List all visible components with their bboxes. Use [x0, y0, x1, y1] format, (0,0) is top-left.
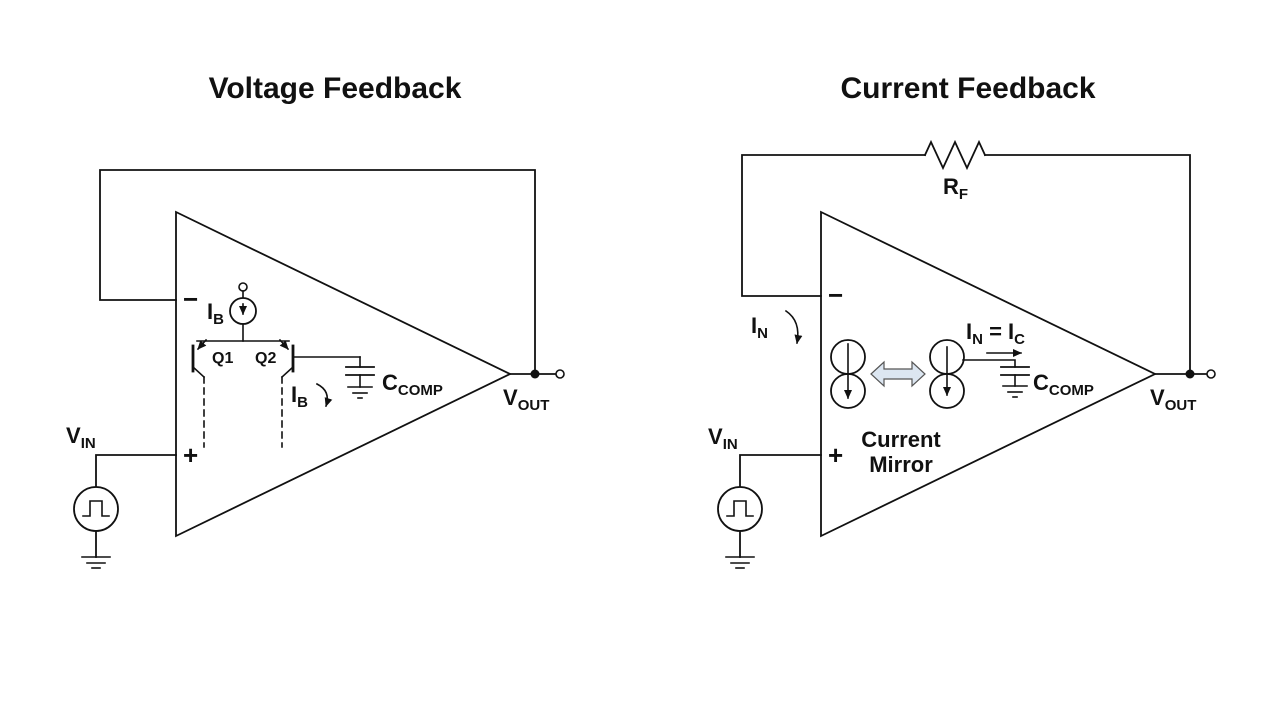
vf-vout-label: VOUT [503, 385, 549, 414]
cf-mirror-label-line2: Mirror [869, 452, 933, 477]
vf-tail-current-source-symbol [229, 282, 257, 342]
vf-inverting-input-sign: − [183, 284, 198, 314]
cf-mirror-equation-label: IN = IC [966, 319, 1025, 348]
cf-feedback-wire-right [984, 154, 1191, 373]
vf-q2-label: Q2 [255, 350, 276, 367]
cf-noninverting-input-sign: + [828, 440, 843, 470]
cf-output-node-dot [1185, 369, 1195, 379]
vf-feedback-wire [99, 169, 536, 373]
vf-noninverting-input-sign: + [183, 440, 198, 470]
cf-comp-capacitor-symbol [1000, 366, 1030, 387]
cf-in-current-arrow [784, 309, 803, 344]
cf-feedback-wire-left [741, 154, 926, 297]
vf-output-node-dot [530, 369, 540, 379]
vf-pulse-source-symbol [73, 486, 119, 532]
cf-inverting-input-sign: − [828, 280, 843, 310]
cf-current-mirror-right-source-symbol [929, 339, 965, 409]
cf-rf-label: RF [943, 174, 968, 203]
vf-slew-current-arrow [315, 382, 333, 408]
vf-input-wire [95, 454, 177, 488]
cf-ccomp-label: CCOMP [1033, 370, 1094, 399]
vf-vin-label: VIN [66, 423, 96, 452]
vf-ccomp-label: CCOMP [382, 370, 443, 399]
cf-vout-label: VOUT [1150, 385, 1196, 414]
vf-slew-current-label: IB [291, 382, 308, 411]
cf-feedback-resistor-symbol [923, 139, 987, 171]
cf-mirror-label-line1: Current [861, 427, 941, 452]
cf-in-current-label: IN [751, 313, 768, 342]
cf-input-wire [739, 454, 822, 488]
vf-source-ground-symbol [81, 530, 111, 569]
cf-vin-label: VIN [708, 424, 738, 453]
vf-output-terminal [555, 369, 565, 379]
vf-tail-current-label: IB [207, 299, 224, 328]
cf-source-ground-symbol [725, 530, 755, 569]
vf-cap-ground-symbol [347, 386, 373, 399]
vf-differential-pair-symbol [191, 338, 295, 448]
cf-cap-wire [962, 359, 1016, 368]
cf-mirror-coupling-arrow [870, 360, 926, 388]
vf-comp-capacitor-symbol [345, 356, 375, 388]
vf-q1-label: Q1 [212, 350, 233, 367]
voltage-feedback-diagram: Voltage Feedback − + VIN IB [66, 72, 565, 569]
current-feedback-diagram: Current Feedback RF − + IN Current Mirro… [708, 72, 1216, 569]
cf-current-mirror-left-source-symbol [830, 339, 866, 409]
cf-cap-ground-symbol [1002, 385, 1028, 398]
cf-pulse-source-symbol [717, 486, 763, 532]
vf-opamp-triangle [175, 210, 513, 538]
cf-output-terminal [1206, 369, 1216, 379]
current-feedback-title: Current Feedback [840, 72, 1095, 105]
cf-opamp-triangle [820, 210, 1158, 538]
voltage-feedback-title: Voltage Feedback [209, 72, 462, 105]
